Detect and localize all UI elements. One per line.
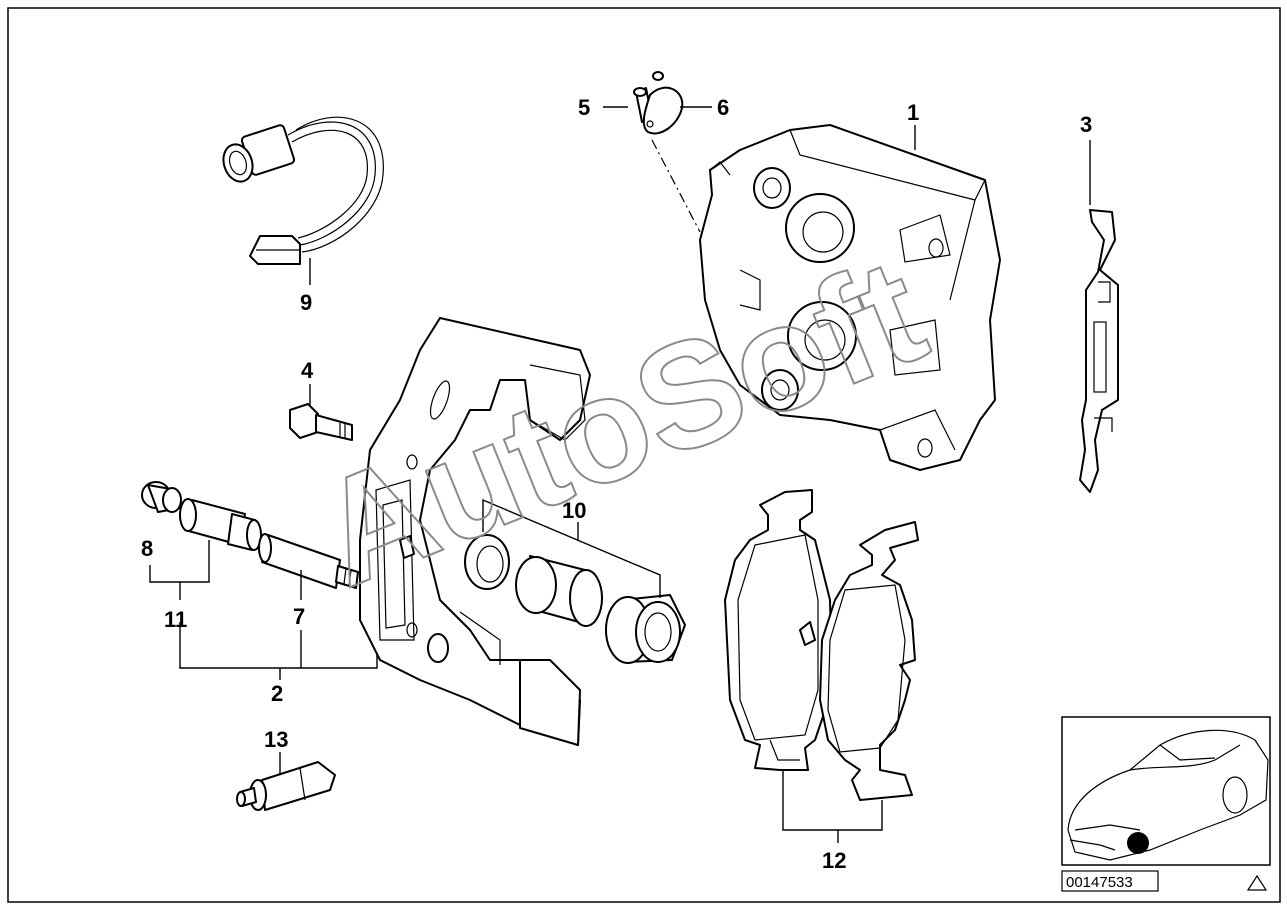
part-caliper-carrier[interactable]	[359, 317, 591, 746]
part-brake-pad-inner[interactable]	[724, 489, 833, 771]
callout-1: 1	[907, 100, 919, 125]
bleeder-axis-line	[651, 139, 701, 233]
callout-12: 12	[822, 848, 846, 873]
part-bolt[interactable]	[289, 403, 353, 441]
part-piston-seal-kit[interactable]	[464, 534, 686, 664]
callout-9: 9	[300, 290, 312, 315]
part-retaining-spring[interactable]	[1079, 209, 1119, 493]
part-guide-bushing[interactable]	[179, 498, 262, 551]
callout-4: 4	[301, 358, 314, 383]
leader-8-11-bracket	[149, 540, 210, 583]
callout-7: 7	[293, 604, 305, 629]
callout-8: 8	[141, 536, 153, 561]
callout-11: 11	[164, 607, 187, 632]
callout-2: 2	[271, 681, 283, 706]
vehicle-location-thumbnail[interactable]	[1061, 716, 1271, 866]
leader-10-bracket	[482, 498, 661, 598]
callout-3: 3	[1080, 112, 1092, 137]
warning-triangle-icon	[1246, 874, 1268, 891]
callout-10: 10	[562, 498, 586, 523]
leader-2-bracket	[179, 622, 378, 669]
part-bleeder-valve[interactable]	[633, 71, 684, 135]
leader-12-bracket	[782, 770, 883, 831]
part-caliper-housing[interactable]	[699, 124, 1001, 471]
location-marker	[1127, 832, 1149, 854]
part-guide-pin[interactable]	[258, 533, 359, 589]
callout-6: 6	[717, 95, 729, 120]
callout-13: 13	[264, 727, 288, 752]
diagram-frame	[7, 7, 1281, 903]
catalog-code-box: 00147533	[1061, 870, 1159, 892]
thumbnail-frame	[1061, 716, 1271, 866]
part-grease-tube[interactable]	[236, 761, 336, 811]
part-brake-pad-outer[interactable]	[799, 521, 919, 801]
car-outline	[1067, 729, 1269, 861]
part-wear-sensor[interactable]	[219, 116, 384, 265]
catalog-code: 00147533	[1066, 874, 1133, 891]
callout-5: 5	[578, 95, 590, 120]
part-dust-cap[interactable]	[141, 481, 182, 513]
